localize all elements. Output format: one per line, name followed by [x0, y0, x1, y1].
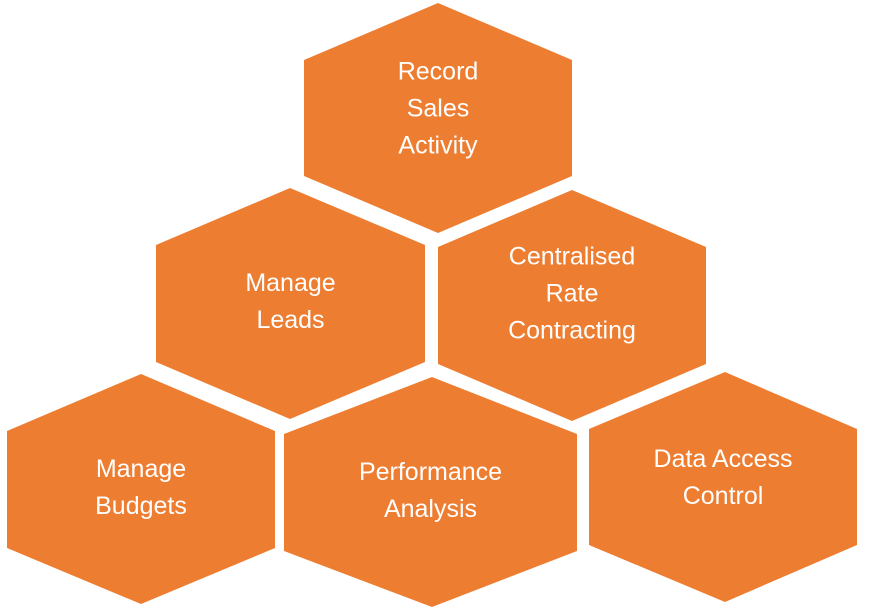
hexagon-label-line: Leads: [256, 306, 324, 334]
hexagon-label-line: Manage: [245, 269, 335, 297]
hexagon-label-line: Data Access: [654, 445, 793, 473]
hexagon-label-line: Centralised: [509, 243, 635, 271]
hexagon-label-line: Budgets: [95, 492, 187, 520]
hexagon-label-line: Analysis: [384, 495, 477, 523]
hexagon-label-line: Contracting: [508, 317, 636, 345]
hexagon-shape: [156, 188, 425, 419]
hexagon-shape: [284, 377, 577, 607]
hexagon-label-line: Manage: [96, 455, 186, 483]
hexagon-label-line: Record: [398, 58, 479, 86]
hexagon-label-line: Rate: [546, 280, 599, 308]
hexagon-shape: [438, 190, 706, 421]
hexagon-label-line: Performance: [359, 458, 502, 486]
hexagon-label-line: Control: [683, 482, 764, 510]
hexagon-shape: [304, 3, 572, 233]
hexagon-shape: [7, 374, 275, 604]
hexagon-label-line: Activity: [398, 132, 478, 160]
hexagon-label-line: Sales: [407, 95, 470, 123]
hexagon-shape: [589, 372, 857, 602]
